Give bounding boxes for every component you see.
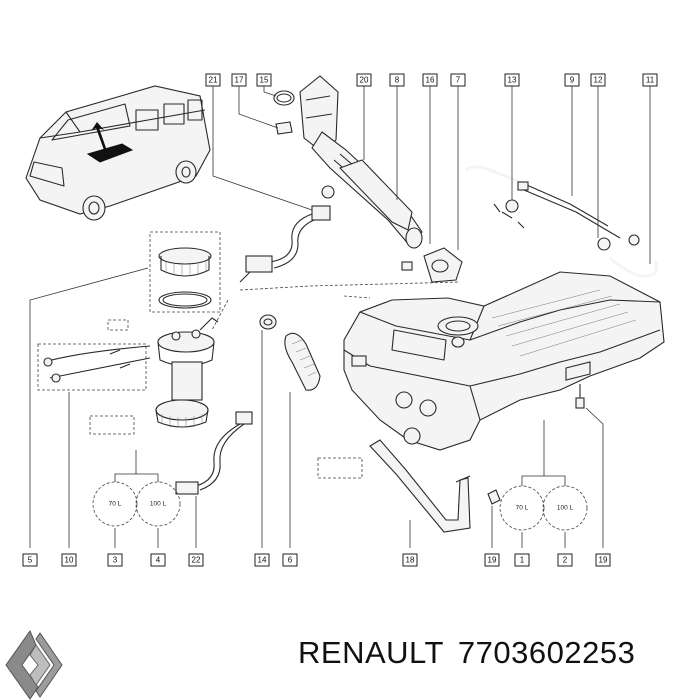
fuel-pump-assembly xyxy=(89,231,221,435)
capacity-label: 70 L xyxy=(109,501,122,508)
callout-label: 7 xyxy=(456,76,461,85)
callout-label: 11 xyxy=(646,76,655,85)
callout-label: 2 xyxy=(563,556,568,565)
leader-lines xyxy=(29,86,651,548)
capacity-label: 100 L xyxy=(150,501,167,508)
callouts-bottom: 5 10 3 4 22 14 6 18 19 1 2 19 xyxy=(22,553,611,567)
part-number: 7703602253 xyxy=(457,635,636,670)
callout-label: 17 xyxy=(235,76,244,85)
callout-label: 5 xyxy=(28,556,33,565)
capacity-label: 70 L xyxy=(516,505,529,512)
brand-part-number: RENAULT 7703602253 xyxy=(298,635,649,671)
capacity-badge-70l-right xyxy=(499,485,545,531)
capacity-badge-100l-left xyxy=(135,481,181,527)
filler-neck-assembly xyxy=(273,75,463,283)
callout-label: 15 xyxy=(260,76,269,85)
tank-strap-item-18 xyxy=(369,439,471,533)
callout-label: 21 xyxy=(209,76,218,85)
callout-label: 8 xyxy=(395,76,400,85)
callouts-top: 21 17 15 20 8 16 7 13 9 12 11 xyxy=(205,73,658,87)
wiring-harness-item-21 xyxy=(239,205,331,283)
van-illustration xyxy=(25,85,211,221)
brand-name: RENAULT xyxy=(298,635,444,670)
capacity-badges: 70 L 100 L 70 L 100 L xyxy=(92,481,588,531)
callout-label: 3 xyxy=(113,556,118,565)
callout-label: 19 xyxy=(488,556,497,565)
callout-label: 16 xyxy=(426,76,435,85)
clamp-and-hose xyxy=(259,314,321,391)
callout-label: 19 xyxy=(599,556,608,565)
fuel-system-exploded-diagram: 70 L 100 L 70 L 100 L xyxy=(22,73,665,567)
capacity-badge-100l-right xyxy=(542,485,588,531)
callout-label: 22 xyxy=(192,556,201,565)
callout-label: 18 xyxy=(406,556,415,565)
wiring-harness-item-22 xyxy=(175,411,253,495)
callout-label: 10 xyxy=(65,556,74,565)
callout-label: 12 xyxy=(594,76,603,85)
callout-label: 4 xyxy=(156,556,161,565)
callout-label: 6 xyxy=(288,556,293,565)
callout-label: 9 xyxy=(570,76,575,85)
capacity-badge-70l-left xyxy=(92,481,138,527)
callout-label: 14 xyxy=(258,556,267,565)
fuel-tank xyxy=(317,271,665,505)
callout-label: 1 xyxy=(520,556,525,565)
callout-label: 20 xyxy=(360,76,369,85)
callout-label: 13 xyxy=(508,76,517,85)
capacity-label: 100 L xyxy=(557,505,574,512)
renault-diamond-logo-icon xyxy=(5,629,63,700)
vent-pipe-assembly xyxy=(465,165,659,278)
fuel-lines-item-10 xyxy=(37,343,151,391)
